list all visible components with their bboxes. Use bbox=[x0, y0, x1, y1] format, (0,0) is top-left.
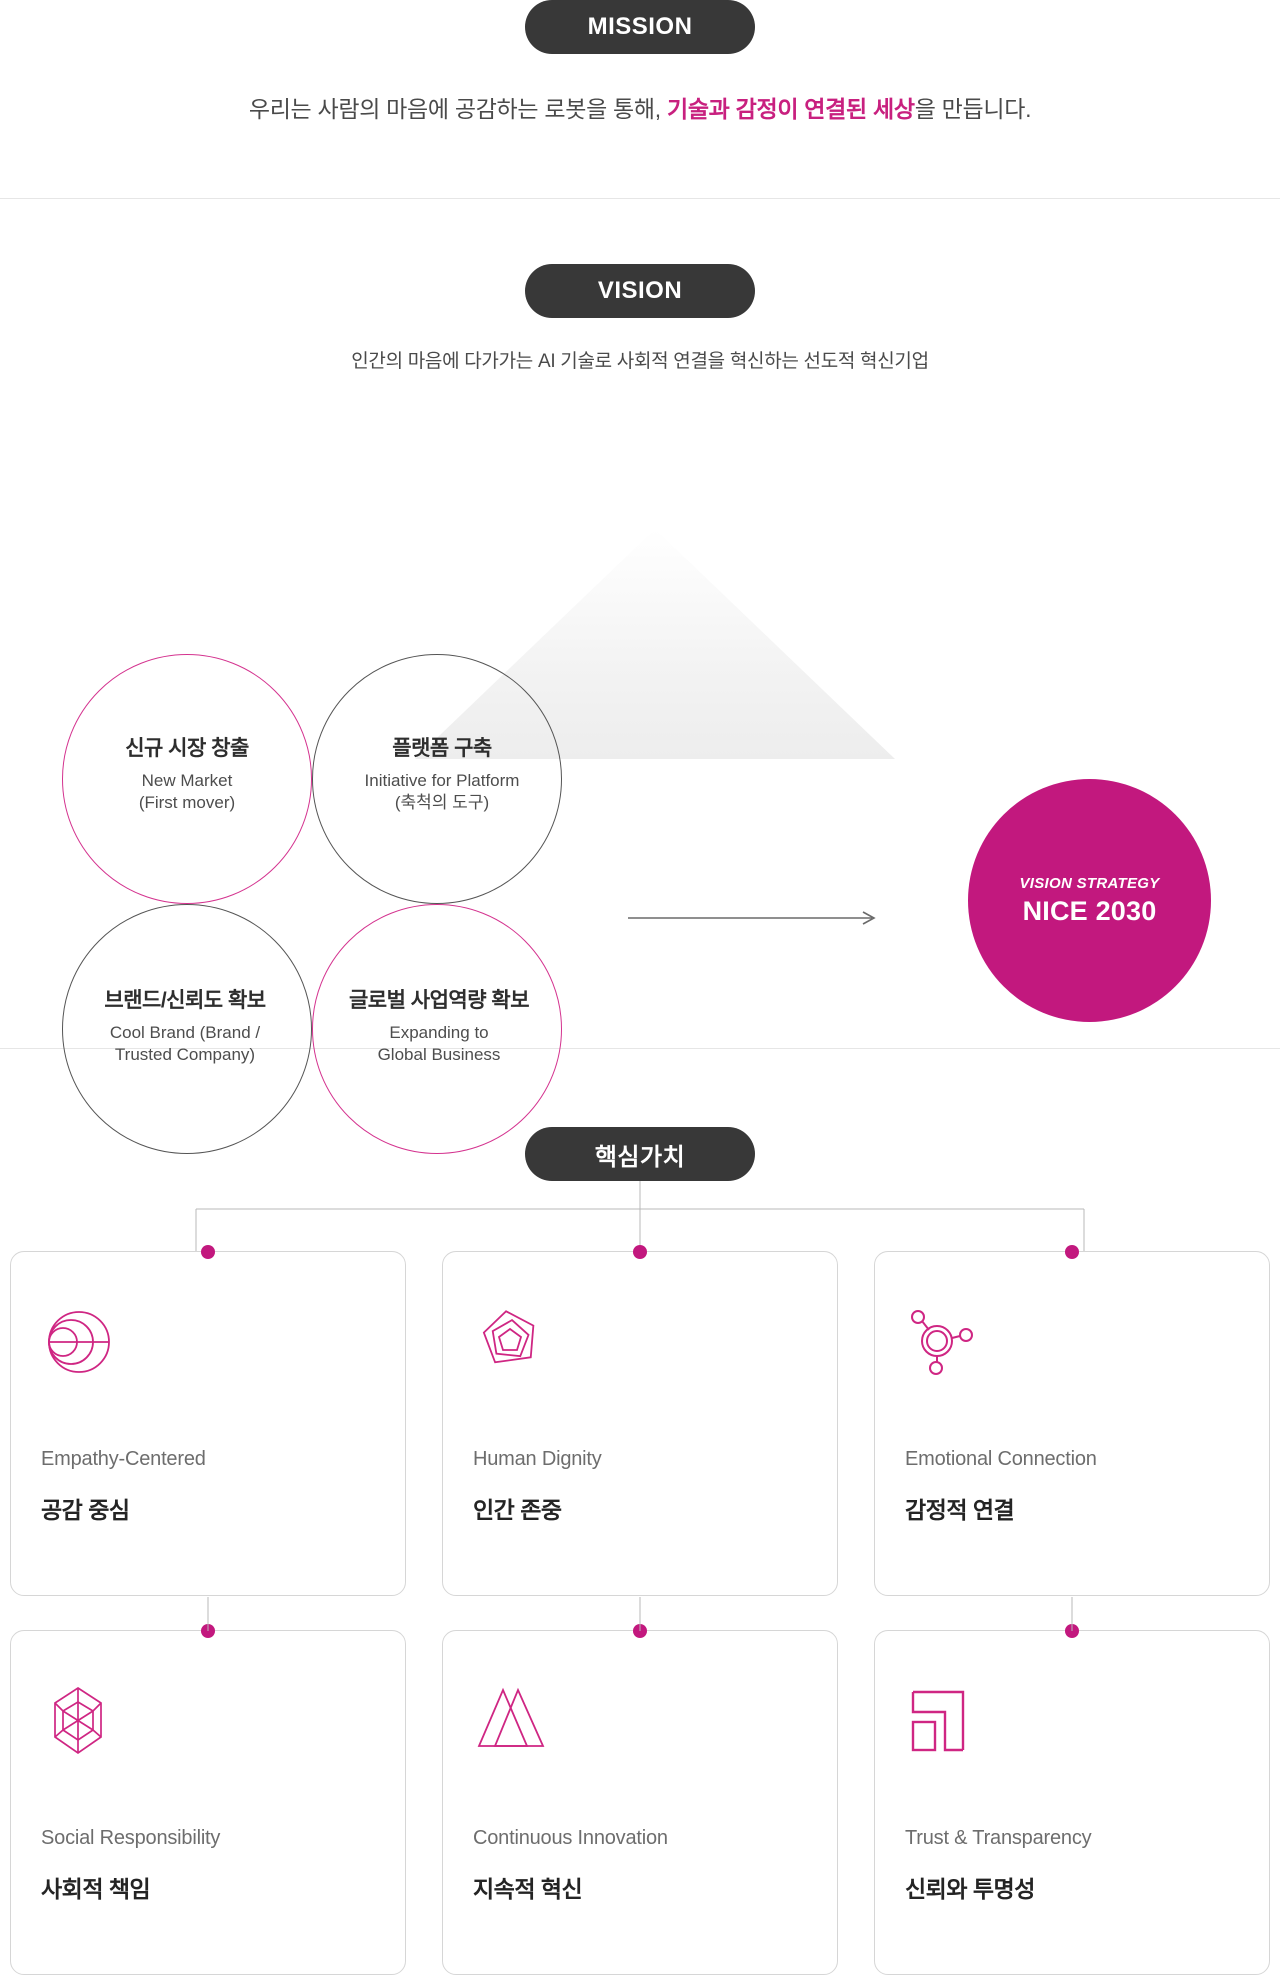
venn-label-en-1: Expanding to bbox=[389, 1023, 489, 1042]
vision-strategy-name: NICE 2030 bbox=[1022, 895, 1157, 926]
core-value-en: Trust & Transparency bbox=[905, 1827, 1092, 1849]
venn-label-en-1: Initiative for Platform bbox=[364, 771, 520, 790]
venn-label-platform: 플랫폼 구축 Initiative for Platform (축척의 도구) bbox=[327, 732, 557, 815]
venn-label-kr: 글로벌 사업역량 확보 bbox=[348, 989, 530, 1012]
core-value-card-connection[interactable]: Emotional Connection 감정적 연결 bbox=[874, 1245, 1270, 1596]
core-values-section: 핵심가치 bbox=[0, 1049, 1280, 1975]
divider-vision-core bbox=[0, 1048, 1280, 1049]
nested-polygon-icon bbox=[473, 1296, 807, 1388]
divider-mission-vision bbox=[0, 198, 1280, 199]
core-value-card-responsibility[interactable]: Social Responsibility 사회적 책임 bbox=[10, 1597, 406, 1975]
mission-text-after: 을 만듭니다. bbox=[914, 96, 1032, 122]
venn-circle-global bbox=[312, 904, 562, 1154]
core-value-card-trust[interactable]: Trust & Transparency 신뢰와 투명성 bbox=[874, 1597, 1270, 1975]
vision-badge: VISION bbox=[525, 264, 755, 318]
core-value-kr: 사회적 책임 bbox=[41, 1876, 151, 1902]
core-values-connector-lines bbox=[0, 1181, 1280, 1251]
venn-label-kr: 신규 시장 창출 bbox=[125, 737, 249, 760]
crystal-cube-icon bbox=[41, 1675, 375, 1767]
card-connector-stem bbox=[207, 1597, 209, 1631]
vision-strategy-label: VISION STRATEGY bbox=[1019, 874, 1160, 892]
venn-label-kr: 플랫폼 구축 bbox=[392, 737, 492, 760]
venn-label-en-2: (축척의 도구) bbox=[394, 793, 490, 813]
mission-badge-row: MISSION bbox=[0, 0, 1280, 54]
core-values-badge-row: 핵심가치 bbox=[0, 1049, 1280, 1181]
core-values-badge: 핵심가치 bbox=[525, 1127, 755, 1181]
card-connector-node bbox=[633, 1624, 647, 1638]
core-value-card-dignity[interactable]: Human Dignity 인간 존중 bbox=[442, 1245, 838, 1596]
venn-label-en-2: Global Business bbox=[377, 1045, 501, 1065]
card-connector-node bbox=[201, 1624, 215, 1638]
card-connector-node bbox=[201, 1245, 215, 1259]
vision-venn-diagram: 신규 시장 창출 New Market (First mover) 플랫폼 구축… bbox=[62, 654, 562, 1154]
core-value-kr: 신뢰와 투명성 bbox=[905, 1876, 1035, 1902]
venn-label-brand: 브랜드/신뢰도 확보 Cool Brand (Brand / Trusted C… bbox=[70, 984, 300, 1067]
mission-section: MISSION 우리는 사람의 마음에 공감하는 로봇을 통해, 기술과 감정이… bbox=[0, 0, 1280, 198]
core-value-card-innovation[interactable]: Continuous Innovation 지속적 혁신 bbox=[442, 1597, 838, 1975]
core-value-en: Continuous Innovation bbox=[473, 1827, 668, 1849]
connector-tree-icon bbox=[195, 1181, 1085, 1251]
venn-label-global: 글로벌 사업역량 확보 Expanding to Global Business bbox=[324, 984, 554, 1067]
vision-badge-row: VISION bbox=[0, 199, 1280, 318]
card-connector-node bbox=[1065, 1624, 1079, 1638]
venn-label-en-1: New Market bbox=[141, 771, 233, 790]
vision-section: VISION 인간의 마음에 다가가는 AI 기술로 사회적 연결을 혁신하는 … bbox=[0, 199, 1280, 1154]
venn-circle-new-market bbox=[62, 654, 312, 904]
venn-label-en-1: Cool Brand (Brand / bbox=[109, 1023, 261, 1042]
core-value-kr: 지속적 혁신 bbox=[473, 1876, 583, 1902]
mountain-triangles-icon bbox=[473, 1675, 807, 1767]
vision-strategy-circle: VISION STRATEGY NICE 2030 bbox=[968, 779, 1211, 1022]
card-connector-stem bbox=[1071, 1597, 1073, 1631]
blocks-transparency-icon bbox=[905, 1675, 1239, 1767]
mission-statement: 우리는 사람의 마음에 공감하는 로봇을 통해, 기술과 감정이 연결된 세상을… bbox=[0, 92, 1280, 127]
core-value-kr: 인간 존중 bbox=[473, 1497, 562, 1523]
venn-circle-brand bbox=[62, 904, 312, 1154]
mission-text-highlight: 기술과 감정이 연결된 세상 bbox=[666, 96, 915, 122]
core-values-grid: Empathy-Centered 공감 중심 Human Dignity 인간 … bbox=[0, 1245, 1280, 1975]
core-value-en: Empathy-Centered bbox=[41, 1448, 206, 1470]
molecule-network-icon bbox=[905, 1296, 1239, 1388]
card-connector-node bbox=[1065, 1245, 1079, 1259]
mission-badge: MISSION bbox=[525, 0, 755, 54]
core-value-en: Human Dignity bbox=[473, 1448, 602, 1470]
vision-arrow-icon bbox=[628, 911, 876, 925]
card-connector-stem bbox=[639, 1597, 641, 1631]
core-value-kr: 공감 중심 bbox=[41, 1497, 130, 1523]
venn-label-kr: 브랜드/신뢰도 확보 bbox=[104, 989, 266, 1012]
core-value-kr: 감정적 연결 bbox=[905, 1497, 1015, 1523]
venn-label-en-2: Trusted Company) bbox=[114, 1045, 256, 1065]
core-value-en: Emotional Connection bbox=[905, 1448, 1097, 1470]
venn-label-new-market: 신규 시장 창출 New Market (First mover) bbox=[72, 732, 302, 815]
vision-subtitle: 인간의 마음에 다가가는 AI 기술로 사회적 연결을 혁신하는 선도적 혁신기… bbox=[351, 351, 929, 372]
core-value-card-empathy[interactable]: Empathy-Centered 공감 중심 bbox=[10, 1245, 406, 1596]
core-value-en: Social Responsibility bbox=[41, 1827, 221, 1849]
mission-text-before: 우리는 사람의 마음에 공감하는 로봇을 통해, bbox=[248, 96, 667, 122]
card-connector-node bbox=[633, 1245, 647, 1259]
concentric-circles-icon bbox=[41, 1296, 375, 1388]
venn-circle-platform bbox=[312, 654, 562, 904]
venn-label-en-2: (First mover) bbox=[138, 793, 236, 813]
